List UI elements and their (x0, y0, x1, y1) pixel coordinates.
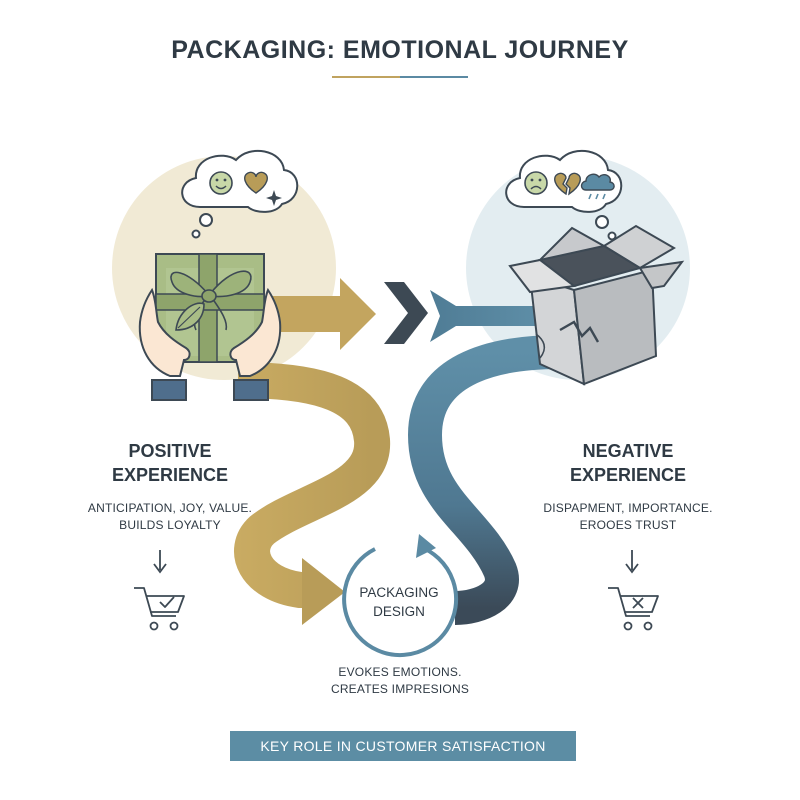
center-desc-line1: EVOKES EMOTIONS. (338, 665, 462, 679)
frown-icon (524, 171, 548, 195)
packaging-design-cycle (342, 534, 459, 658)
cart-x-icon (608, 587, 659, 631)
positive-heading-line2: EXPERIENCE (111, 465, 229, 485)
damaged-box-illustration (508, 224, 685, 386)
positive-desc-line1: ANTICIPATION, JOY, VALUE. (87, 501, 253, 515)
rain-cloud-icon (580, 173, 615, 200)
negative-heading-line2: EXPERIENCE (569, 465, 687, 485)
negative-down-arrow-icon (625, 550, 639, 574)
negative-description: DISPAPMENT, IMPORTANCE. EROOES TRUST (538, 500, 718, 534)
page-title: PACKAGING: EMOTIONAL JOURNEY (171, 36, 629, 64)
positive-flow-arrow (270, 278, 376, 350)
heart-icon (244, 171, 268, 194)
positive-heading-line1: POSITIVE (128, 441, 212, 461)
center-label-line1: PACKAGING (359, 585, 439, 600)
smile-icon (209, 171, 233, 195)
hands-illustration (138, 287, 282, 401)
sparkle-icon (266, 190, 282, 206)
positive-down-arrow-icon (153, 550, 167, 574)
center-desc-line2: CREATES IMPRESIONS (330, 682, 470, 696)
positive-flow-arrowhead (302, 558, 345, 625)
negative-thought-bubble (505, 150, 623, 241)
negative-flow-arrow (430, 290, 540, 342)
broken-heart-icon (554, 172, 581, 196)
positive-desc-line2: BUILDS LOYALTY (119, 518, 221, 532)
negative-desc-line1: DISPAPMENT, IMPORTANCE. (543, 501, 713, 515)
negative-desc-line2: EROOES TRUST (579, 518, 677, 532)
transition-chevron (384, 282, 428, 344)
positive-flow-path (234, 362, 391, 608)
gift-box-illustration (155, 253, 265, 363)
positive-thought-bubble (181, 150, 299, 239)
negative-flow-path (407, 335, 561, 625)
packaging-design-label: PACKAGING DESIGN (340, 583, 458, 621)
positive-heading: POSITIVE EXPERIENCE (90, 439, 250, 487)
center-label-line2: DESIGN (373, 604, 425, 619)
positive-description: ANTICIPATION, JOY, VALUE. BUILDS LOYALTY (70, 500, 270, 534)
negative-heading: NEGATIVE EXPERIENCE (548, 439, 708, 487)
negative-heading-line1: NEGATIVE (582, 441, 674, 461)
key-role-banner: KEY ROLE IN CUSTOMER SATISFACTION (230, 731, 576, 761)
center-description: EVOKES EMOTIONS. CREATES IMPRESIONS (300, 664, 500, 698)
cart-check-icon (134, 587, 185, 631)
